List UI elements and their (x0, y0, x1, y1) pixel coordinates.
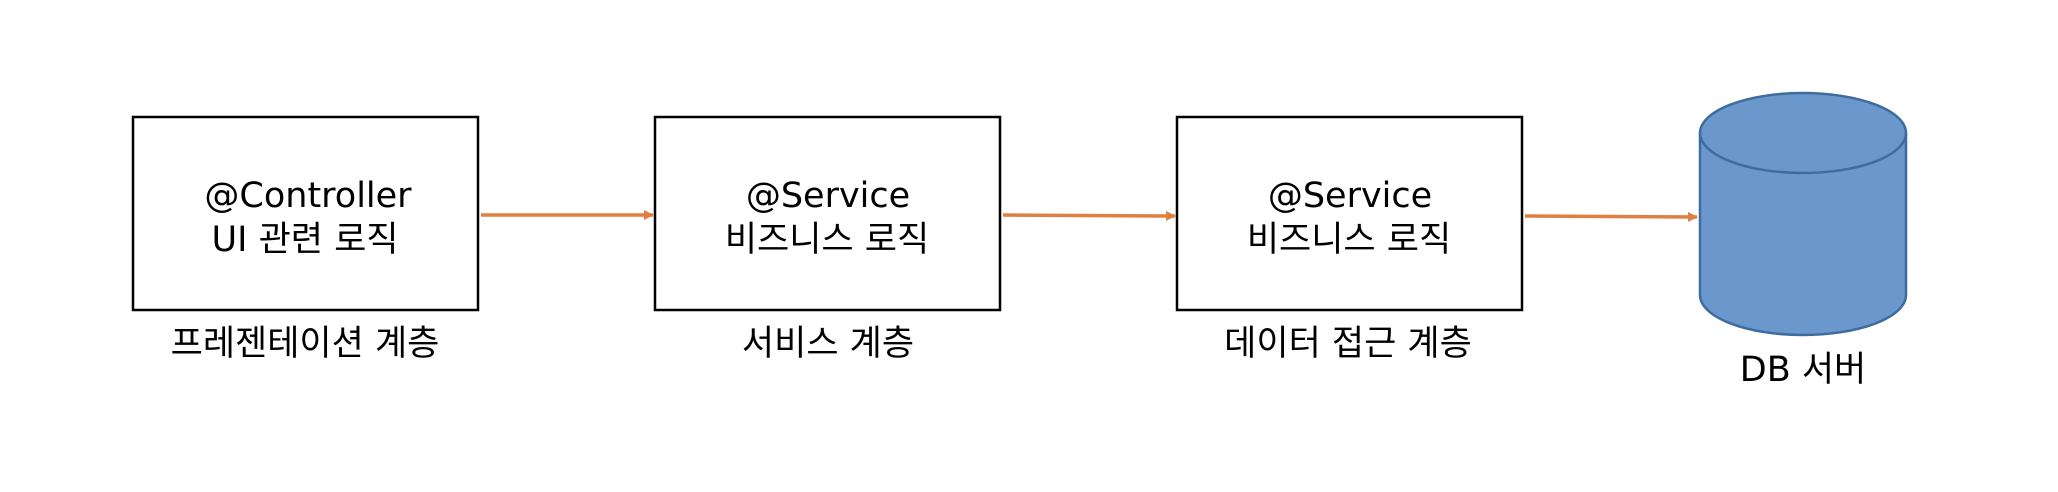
presentation-layer: @Controller UI 관련 로직 프레젠테이션 계층 (131, 115, 480, 364)
presentation-box (131, 115, 480, 312)
data-access-box-annotation: @Service (1268, 176, 1432, 216)
service-box-description: 비즈니스 로직 (725, 220, 929, 260)
service-box-annotation: @Service (746, 176, 910, 216)
presentation-box-annotation: @Controller (204, 176, 412, 216)
database-caption: DB 서버 (1740, 350, 1867, 390)
service-layer-caption: 서비스 계층 (742, 324, 914, 364)
presentation-layer-caption: 프레젠테이션 계층 (171, 324, 440, 364)
service-box (653, 115, 1002, 312)
presentation-box-description: UI 관련 로직 (212, 220, 399, 260)
arrow-data-access-to-database (1524, 211, 1698, 222)
data-access-box (1175, 115, 1524, 312)
service-layer: @Service 비즈니스 로직 서비스 계층 (653, 115, 1002, 364)
data-access-layer: @Service 비즈니스 로직 데이터 접근 계층 (1175, 115, 1524, 364)
database-server: DB 서버 (1698, 91, 1908, 390)
data-access-box-description: 비즈니스 로직 (1247, 220, 1451, 260)
data-access-layer-caption: 데이터 접근 계층 (1224, 324, 1472, 364)
database-cylinder-icon (1698, 133, 1908, 337)
database-cylinder-top (1698, 91, 1908, 175)
arrow-service-to-data-access (1002, 210, 1176, 221)
